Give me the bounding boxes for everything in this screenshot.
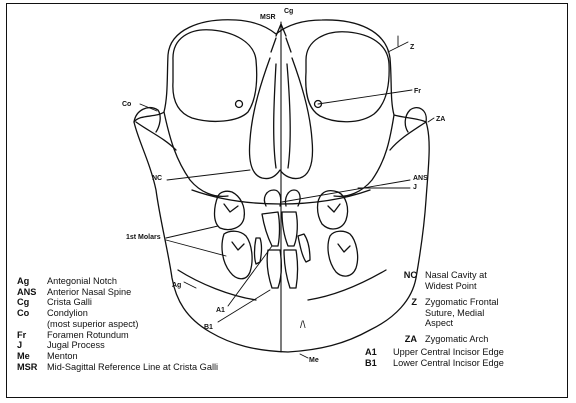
legend-text: Menton (47, 351, 78, 362)
molar-leader-upper (166, 226, 218, 238)
legend-abbr: NC (395, 270, 417, 291)
legend-abbr: MSR (17, 362, 47, 373)
b1-leader (218, 290, 270, 322)
legend-abbr: J (17, 340, 47, 351)
legend-text: Antegonial Notch (47, 276, 117, 287)
legend-text: Condylion (47, 308, 88, 319)
legend-row: (most superior aspect) (17, 319, 218, 330)
label-msr: MSR (260, 14, 276, 22)
legend-entry-b1: B1 Lower Central Incisor Edge (365, 358, 504, 369)
molar-leader-lower (166, 240, 226, 256)
left-molar-lower (222, 231, 252, 279)
lower-incisors (267, 250, 281, 288)
label-z: Z (410, 44, 414, 52)
fr-leader (318, 90, 412, 104)
legend-text: Widest Point (425, 281, 487, 292)
lower-incisor-mark: /\ (300, 322, 306, 330)
legend-abbr: Z (395, 297, 417, 329)
legend-entry-za: ZA Zygomatic Arch (395, 334, 488, 345)
legend-abbr: Cg (17, 297, 47, 308)
z-leader (388, 36, 408, 52)
legend-abbr (17, 319, 47, 330)
legend-text: Aspect (425, 318, 499, 329)
legend-text: Zygomatic Arch (425, 334, 488, 345)
legend-entry-z: Z Zygomatic Frontal Suture, Medial Aspec… (395, 297, 499, 329)
legend-text: Lower Central Incisor Edge (393, 358, 504, 369)
right-orbit (306, 32, 389, 122)
legend-abbr: ZA (395, 334, 417, 345)
label-cg: Cg (284, 8, 293, 16)
legend-text: Crista Galli (47, 297, 92, 308)
legend-text: Jugal Process (47, 340, 105, 351)
label-nc: NC (152, 175, 162, 183)
legend-abbr: ANS (17, 287, 47, 298)
legend-text: Nasal Cavity at (425, 270, 487, 281)
label-j: J (413, 184, 417, 192)
label-fr: Fr (414, 88, 421, 96)
za-leader (428, 118, 434, 122)
legend-text: Zygomatic Frontal (425, 297, 499, 308)
upper-incisors (262, 212, 280, 246)
legend-abbr: A1 (365, 347, 381, 358)
legend-abbr: Co (17, 308, 47, 319)
ans-leader (282, 180, 410, 202)
nc-leader (167, 170, 250, 180)
left-foramen-rotundum (236, 101, 243, 108)
right-molar-lower (328, 231, 358, 276)
legend-text: Upper Central Incisor Edge (393, 347, 504, 358)
legend-abbr: Me (17, 351, 47, 362)
label-za: ZA (436, 116, 445, 124)
legend-entry-nc: NC Nasal Cavity at Widest Point (395, 270, 487, 291)
legend-text: Anterior Nasal Spine (47, 287, 131, 298)
legend-abbr: Ag (17, 276, 47, 287)
legend-entry-a1: A1 Upper Central Incisor Edge (365, 347, 504, 358)
legend-text: (most superior aspect) (47, 319, 138, 330)
left-orbit (173, 30, 257, 122)
label-co: Co (122, 101, 131, 109)
legend-abbr: Fr (17, 330, 47, 341)
legend-abbr: B1 (365, 358, 381, 369)
left-zygomatic-arch (134, 108, 160, 132)
me-leader (300, 354, 308, 358)
legend-text: Mid-Sagittal Reference Line at Crista Ga… (47, 362, 218, 373)
legend-text: Foramen Rotundum (47, 330, 129, 341)
label-ans: ANS (413, 175, 428, 183)
label-first-molars: 1st Molars (126, 234, 161, 242)
label-me: Me (309, 357, 319, 365)
legend-text: Suture, Medial (425, 308, 499, 319)
